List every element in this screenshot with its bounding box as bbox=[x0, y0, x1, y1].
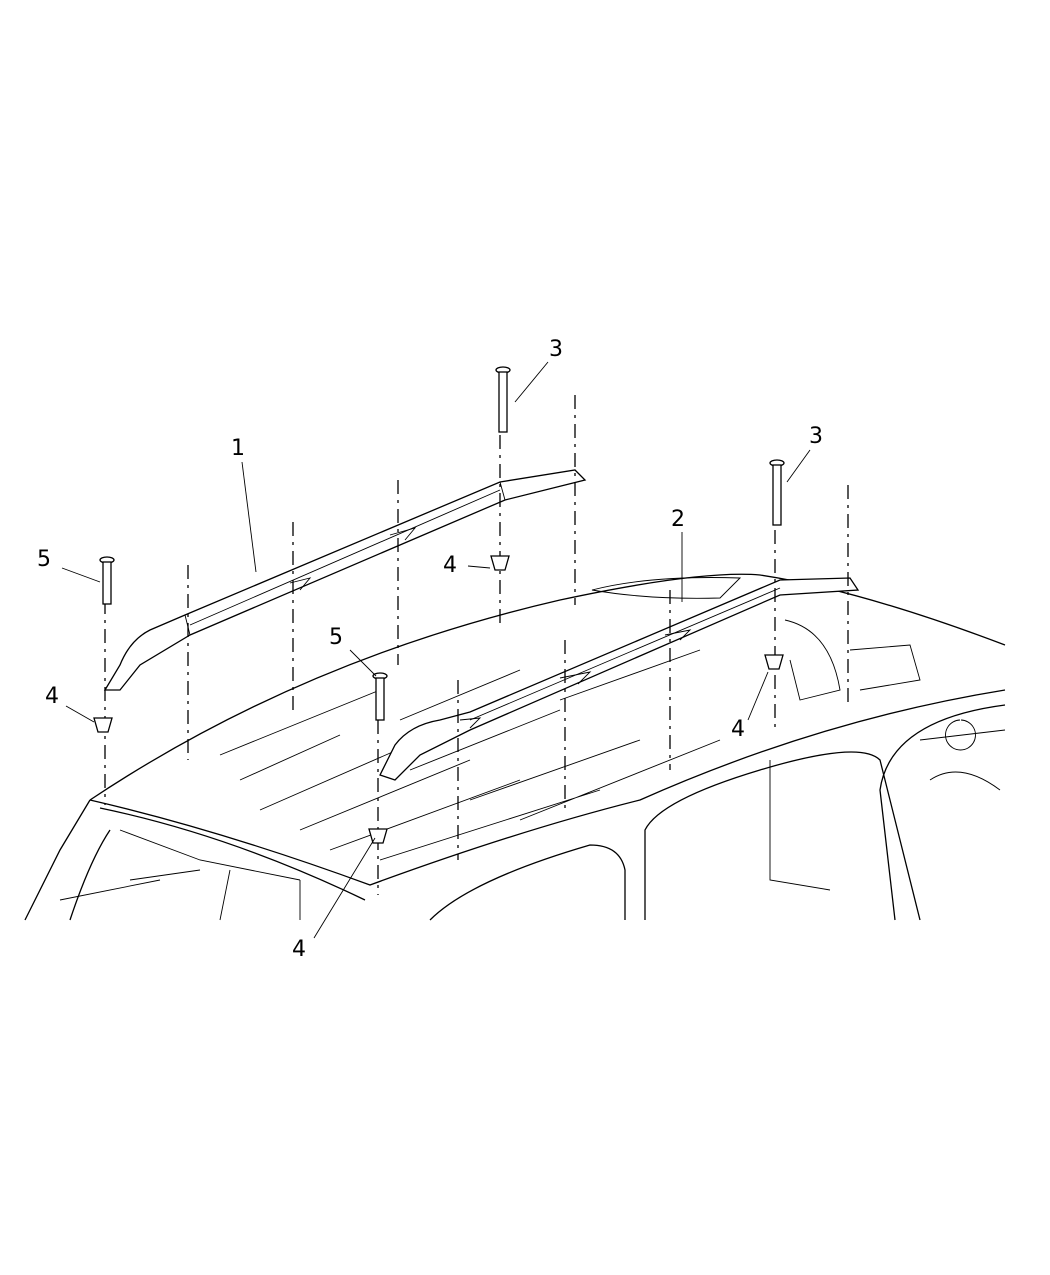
alignment-lines bbox=[104, 395, 849, 895]
nut-4d bbox=[368, 828, 388, 844]
nut-4a bbox=[490, 555, 510, 571]
callout-4: 4 bbox=[292, 937, 306, 962]
nut-4c bbox=[764, 654, 784, 670]
callout-4: 4 bbox=[443, 553, 457, 578]
roof-panel bbox=[24, 573, 1006, 921]
callout-3: 3 bbox=[809, 424, 823, 449]
fasteners bbox=[93, 366, 785, 844]
callout-5: 5 bbox=[37, 547, 51, 572]
bolt-5a bbox=[99, 556, 115, 605]
callout-5: 5 bbox=[329, 625, 343, 650]
callout-2: 2 bbox=[671, 507, 685, 532]
callout-3: 3 bbox=[549, 337, 563, 362]
nut-4b bbox=[93, 717, 113, 733]
bolt-5b bbox=[372, 672, 388, 721]
roof-rail-left bbox=[103, 469, 587, 691]
roof-rail-right bbox=[379, 577, 860, 781]
bolt-3a bbox=[495, 366, 511, 433]
bolt-3b bbox=[769, 459, 785, 526]
callout-1: 1 bbox=[231, 436, 245, 461]
callout-4: 4 bbox=[45, 684, 59, 709]
callout-4: 4 bbox=[731, 717, 745, 742]
leader-lines bbox=[61, 361, 811, 939]
